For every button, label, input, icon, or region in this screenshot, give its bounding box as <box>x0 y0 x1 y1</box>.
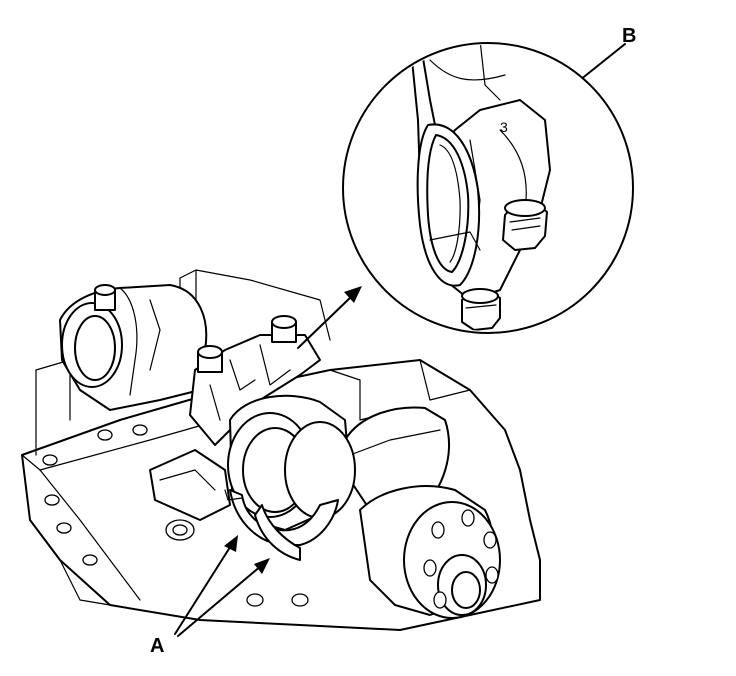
svg-text:3: 3 <box>500 119 508 135</box>
connecting-rod <box>149 315 321 521</box>
crankshaft <box>227 394 501 619</box>
callout-label-b: B <box>622 25 637 47</box>
rear-bearing-cap <box>59 284 208 411</box>
bearing-shells <box>224 489 339 561</box>
callout-label-a: A <box>150 635 165 657</box>
magnified-inset: 3 <box>342 42 634 334</box>
